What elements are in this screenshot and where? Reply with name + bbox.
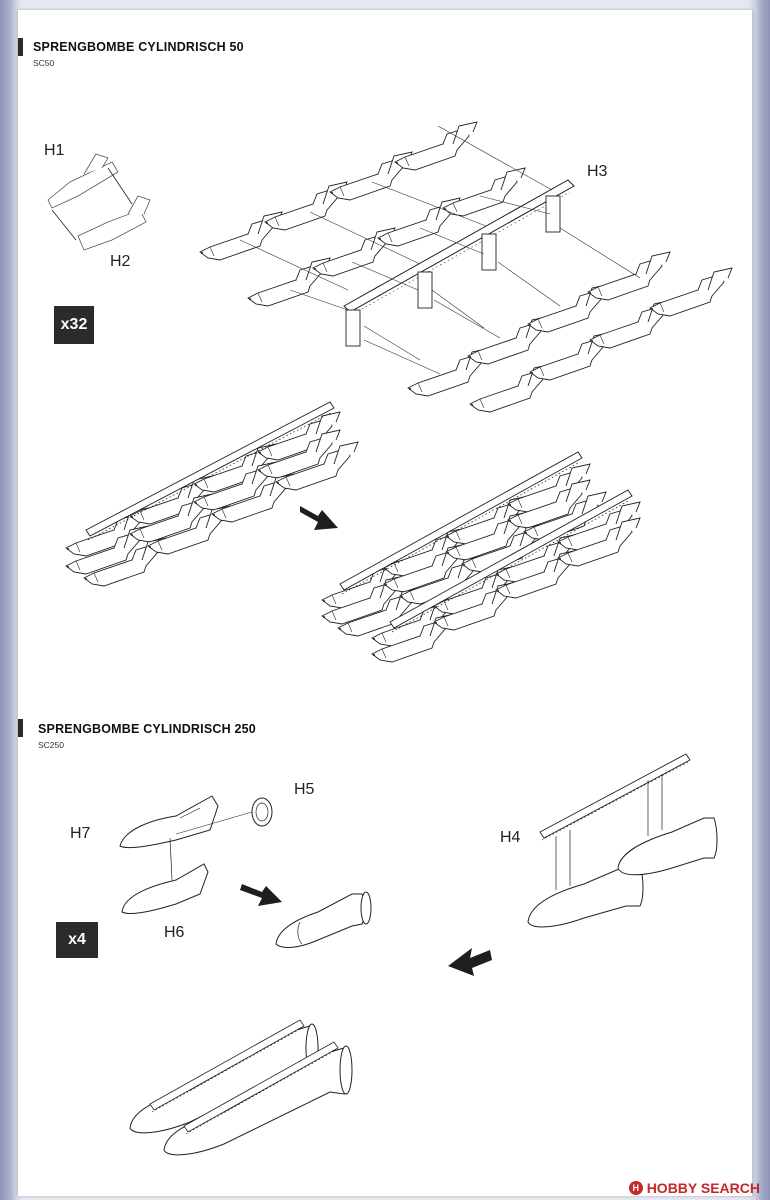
part-label-h3: H3 [587,163,608,180]
guide-lines [239,125,641,375]
sc50-assembled-double [321,451,641,663]
sc250-single [275,891,372,948]
quantity-badge-sc50: x32 [54,306,94,344]
arrow-icon [448,948,492,976]
part-label-h6: H6 [164,924,185,941]
section-subtitle-sc50: SC50 [33,58,55,68]
sc250-rack-exploded [527,753,718,928]
h3-rack [343,179,575,347]
arrow-icon [240,884,282,906]
part-label-h1: H1 [44,142,65,159]
hobbysearch-logo-icon: H [628,1181,643,1195]
section-title-sc250: SPRENGBOMBE CYLINDRISCH 250 [38,722,256,736]
quantity-badge-sc250: x4 [56,922,98,958]
sc250-assembled [129,1019,353,1156]
section-marker [18,719,23,737]
part-label-h2: H2 [110,253,131,270]
section-subtitle-sc250: SC250 [38,740,64,750]
sc50-assembled-single [65,401,359,587]
h1-h2-detail [47,153,151,251]
watermark: H HOBBY SEARCH [628,1180,760,1196]
section-title-sc50: SPRENGBOMBE CYLINDRISCH 50 [33,40,244,54]
part-label-h4: H4 [500,829,521,846]
part-label-h7: H7 [70,825,91,842]
arrow-icon [300,506,338,530]
sc250-halves [119,795,273,915]
watermark-text: HOBBY SEARCH [646,1180,760,1196]
sc50-exploded-bombs [199,121,733,413]
section-marker [18,38,23,56]
part-label-h5: H5 [294,781,315,798]
